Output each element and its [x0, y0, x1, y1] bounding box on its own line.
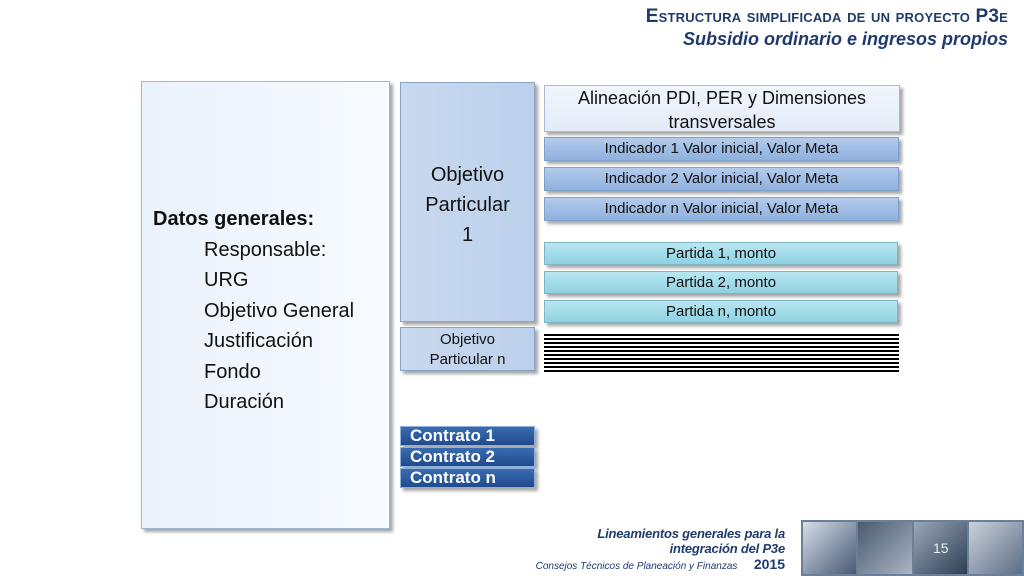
- datos-item-duracion: Duración: [204, 391, 285, 413]
- datos-item-responsable: Responsable:: [204, 238, 327, 261]
- footer-branding: Lineamientos generales para la integraci…: [535, 526, 786, 574]
- objetivo-1-line-3: 1: [461, 224, 474, 246]
- partida-1-box: Partida 1, monto: [544, 242, 898, 265]
- indicador-n-box: Indicador n Valor inicial, Valor Meta: [544, 197, 899, 221]
- objetivo-1-line-1: Objetivo: [430, 164, 505, 186]
- alineacion-line-1: Alineación PDI, PER y Dimensiones: [577, 88, 867, 108]
- contrato-1-box: Contrato 1: [400, 426, 535, 446]
- slide-title: Estructura simplificada de un proyecto P…: [645, 6, 1008, 27]
- building-photo: [803, 522, 857, 574]
- objetivo-particular-1-box: Objetivo Particular 1: [400, 82, 535, 322]
- alineacion-line-2: transversales: [668, 112, 776, 132]
- footer-subtitle: Consejos Técnicos de Planeación y Finanz…: [535, 561, 738, 572]
- objetivo-n-line-1: Objetivo: [439, 331, 496, 348]
- datos-item-objetivo-general: Objetivo General: [204, 299, 355, 322]
- indicador-2-box: Indicador 2 Valor inicial, Valor Meta: [544, 167, 899, 191]
- datos-generales-box: Datos generales: Responsable: URG Objeti…: [141, 81, 390, 529]
- continuation-line: [544, 370, 899, 372]
- alineacion-box: Alineación PDI, PER y Dimensiones transv…: [544, 85, 900, 132]
- partida-n-box: Partida n, monto: [544, 300, 898, 323]
- datos-heading: Datos generales:: [153, 208, 315, 230]
- building-photo: [968, 522, 1022, 574]
- indicador-1-box: Indicador 1 Valor inicial, Valor Meta: [544, 137, 899, 161]
- building-photo: [858, 522, 912, 574]
- objetivo-particular-n-box: Objetivo Particular n: [400, 327, 535, 371]
- contrato-n-box: Contrato n: [400, 468, 535, 488]
- continuation-lines: [544, 334, 899, 376]
- continuation-line: [544, 346, 899, 348]
- partida-2-box: Partida 2, monto: [544, 271, 898, 294]
- slide-subtitle: Subsidio ordinario e ingresos propios: [682, 29, 1008, 49]
- continuation-line: [544, 366, 899, 368]
- page-number: 15: [933, 540, 949, 556]
- datos-item-fondo: Fondo: [204, 360, 261, 383]
- continuation-line: [544, 350, 899, 352]
- continuation-line: [544, 354, 899, 356]
- building-photo: [913, 522, 967, 574]
- footer-photo-strip: [801, 520, 1024, 576]
- slide-header: Estructura simplificada de un proyecto P…: [646, 6, 1008, 50]
- footer-title: Lineamientos generales para la integraci…: [597, 526, 785, 556]
- continuation-line: [544, 338, 899, 340]
- objetivo-1-line-2: Particular: [425, 194, 510, 216]
- contrato-2-box: Contrato 2: [400, 447, 535, 467]
- datos-item-urg: URG: [204, 269, 249, 291]
- datos-item-justificacion: Justificación: [204, 330, 313, 352]
- continuation-line: [544, 358, 899, 360]
- continuation-line: [544, 334, 899, 336]
- footer-year: 2015: [753, 556, 785, 572]
- continuation-line: [544, 362, 899, 364]
- objetivo-n-line-2: Particular n: [429, 351, 506, 368]
- continuation-line: [544, 342, 899, 344]
